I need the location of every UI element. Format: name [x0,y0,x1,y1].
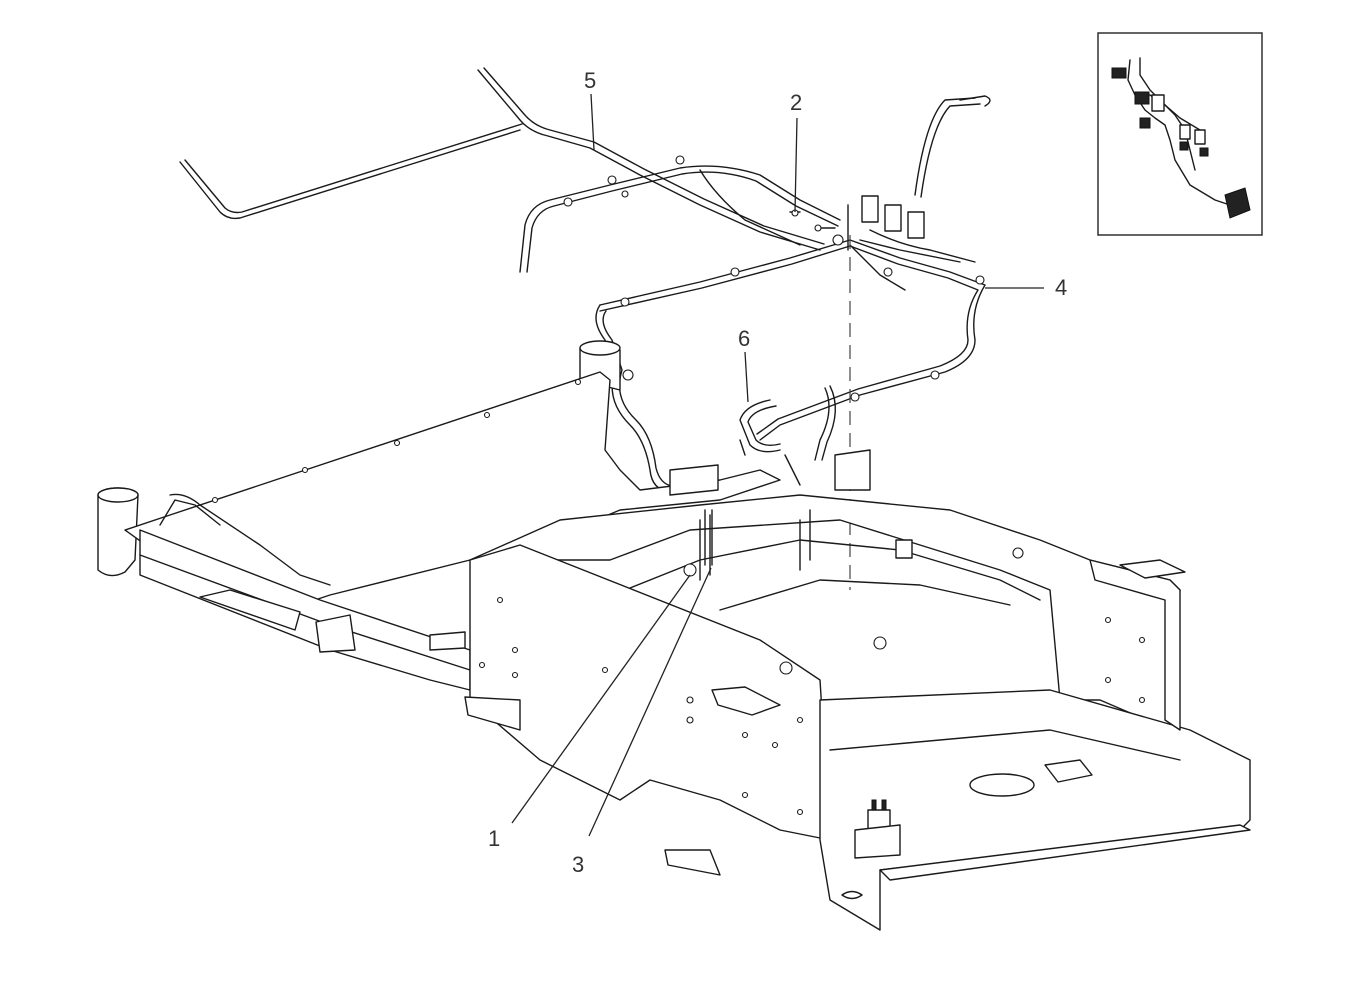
callout-3: 3 [572,852,585,877]
wire-harness-main [595,229,986,493]
leader-6 [744,351,749,403]
leader-lines [511,93,1044,837]
callout-5: 5 [584,68,597,93]
leader-3 [588,567,712,837]
wire-harness-upper [179,67,841,273]
leader-5 [590,93,595,151]
relay-cluster [789,95,991,251]
frame [97,340,1251,931]
leader-2 [794,117,798,213]
callout-6: 6 [738,326,751,351]
inset-detail [1097,32,1263,236]
callout-1: 1 [488,826,501,851]
callout-4: 4 [1055,275,1068,300]
leader-1 [511,574,691,824]
wire-harness-short [739,385,836,486]
callout-2: 2 [790,90,803,115]
